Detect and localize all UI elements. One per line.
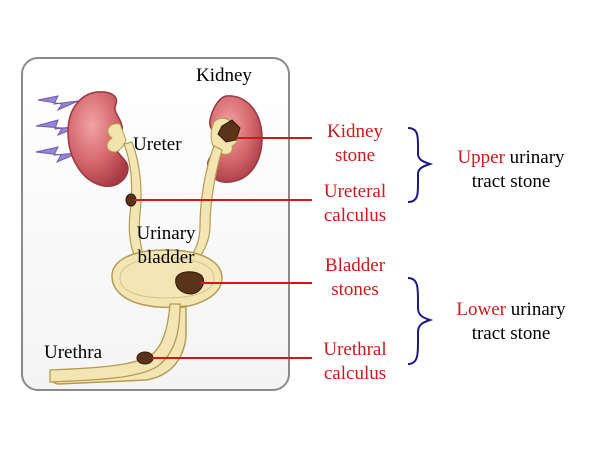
urinary-bladder-label-line1: Urinary — [136, 223, 196, 244]
ureteral-calculus-label-line2: calculus — [323, 205, 387, 226]
urethral-calculus-label: Urethral calculus — [312, 338, 398, 386]
lower-tract-label-line2: tract stone — [471, 323, 551, 344]
left-kidney — [67, 91, 129, 187]
urethral-calculus-label-line1: Urethral — [323, 339, 387, 360]
urethral-stone-icon — [136, 351, 154, 365]
lower-rest: urinary — [505, 299, 566, 320]
kidney-label: Kidney — [196, 65, 252, 86]
pointer-lines — [134, 137, 312, 359]
kidney-stone-label-line1: Kidney — [327, 121, 383, 142]
lower-brace — [407, 277, 434, 365]
bladder-stone-icon — [175, 271, 205, 295]
lower-tract-label-line1: Lower urinary — [436, 298, 586, 322]
bladder-inner-outline — [119, 257, 215, 299]
kidney-stone-icon — [217, 119, 241, 143]
bladder-stones-label-line2: stones — [331, 279, 379, 300]
upper-brace — [407, 127, 434, 203]
upper-tract-label: Upper urinary tract stone — [436, 146, 586, 194]
bladder-stones-label-line1: Bladder — [324, 255, 386, 276]
upper-word: Upper — [457, 147, 505, 168]
ureteral-calculus-label-line1: Ureteral — [323, 181, 387, 202]
kidney-stone-label-line2: stone — [334, 145, 376, 166]
lower-tract-label: Lower urinary tract stone — [436, 298, 586, 346]
left-renal-pelvis — [106, 123, 127, 153]
ureteral-calculus-label: Ureteral calculus — [312, 180, 398, 228]
kidney-stone-label: Kidney stone — [312, 120, 398, 168]
upper-tract-label-line2: tract stone — [471, 171, 551, 192]
urinary-bladder-label-line2: bladder — [137, 247, 195, 268]
urethral-calculus-label-line2: calculus — [323, 363, 387, 384]
lower-word: Lower — [456, 299, 506, 320]
upper-tract-label-line1: Upper urinary — [436, 146, 586, 170]
upper-rest: urinary — [504, 147, 565, 168]
urinary-bladder-label: Urinary bladder — [118, 222, 214, 270]
ureter-label: Ureter — [133, 134, 182, 155]
urethra-label: Urethra — [44, 342, 103, 363]
bladder-stones-label: Bladder stones — [312, 254, 398, 302]
